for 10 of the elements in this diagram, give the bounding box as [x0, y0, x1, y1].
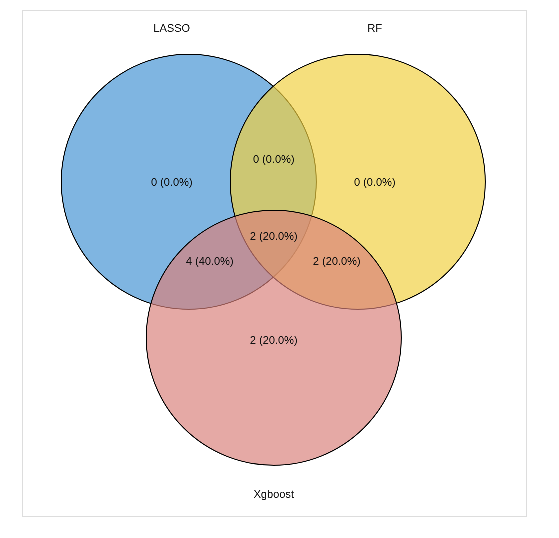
region-count: 4 (40.0%) [185, 255, 235, 270]
region-count: 0 (0.0%) [353, 176, 397, 191]
set-label: Xgboost [254, 488, 294, 503]
region-count: 0 (0.0%) [252, 153, 296, 168]
set-label: LASSO [154, 22, 190, 37]
region-count: 2 (20.0%) [249, 230, 299, 245]
region-count: 0 (0.0%) [150, 176, 194, 191]
region-count: 2 (20.0%) [312, 255, 362, 270]
set-label: RF [368, 22, 382, 37]
region-count: 2 (20.0%) [249, 334, 299, 349]
